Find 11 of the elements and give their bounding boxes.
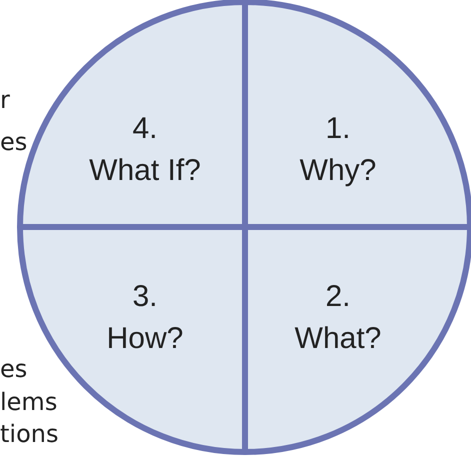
quadrant [245, 227, 470, 452]
quadrant-label: 1. Why? [298, 111, 378, 189]
quadrant-label: 2. What? [294, 279, 382, 357]
text-fragment: lems [0, 388, 58, 416]
quadrant-label: 3. How? [106, 279, 184, 357]
text-fragment: tions [0, 420, 58, 448]
quadrant-label: 4. What If? [88, 111, 202, 189]
text-fragment: es [0, 355, 28, 383]
quadrant [245, 2, 470, 227]
text-fragment: r [0, 86, 10, 114]
text-fragment: es [0, 128, 28, 156]
